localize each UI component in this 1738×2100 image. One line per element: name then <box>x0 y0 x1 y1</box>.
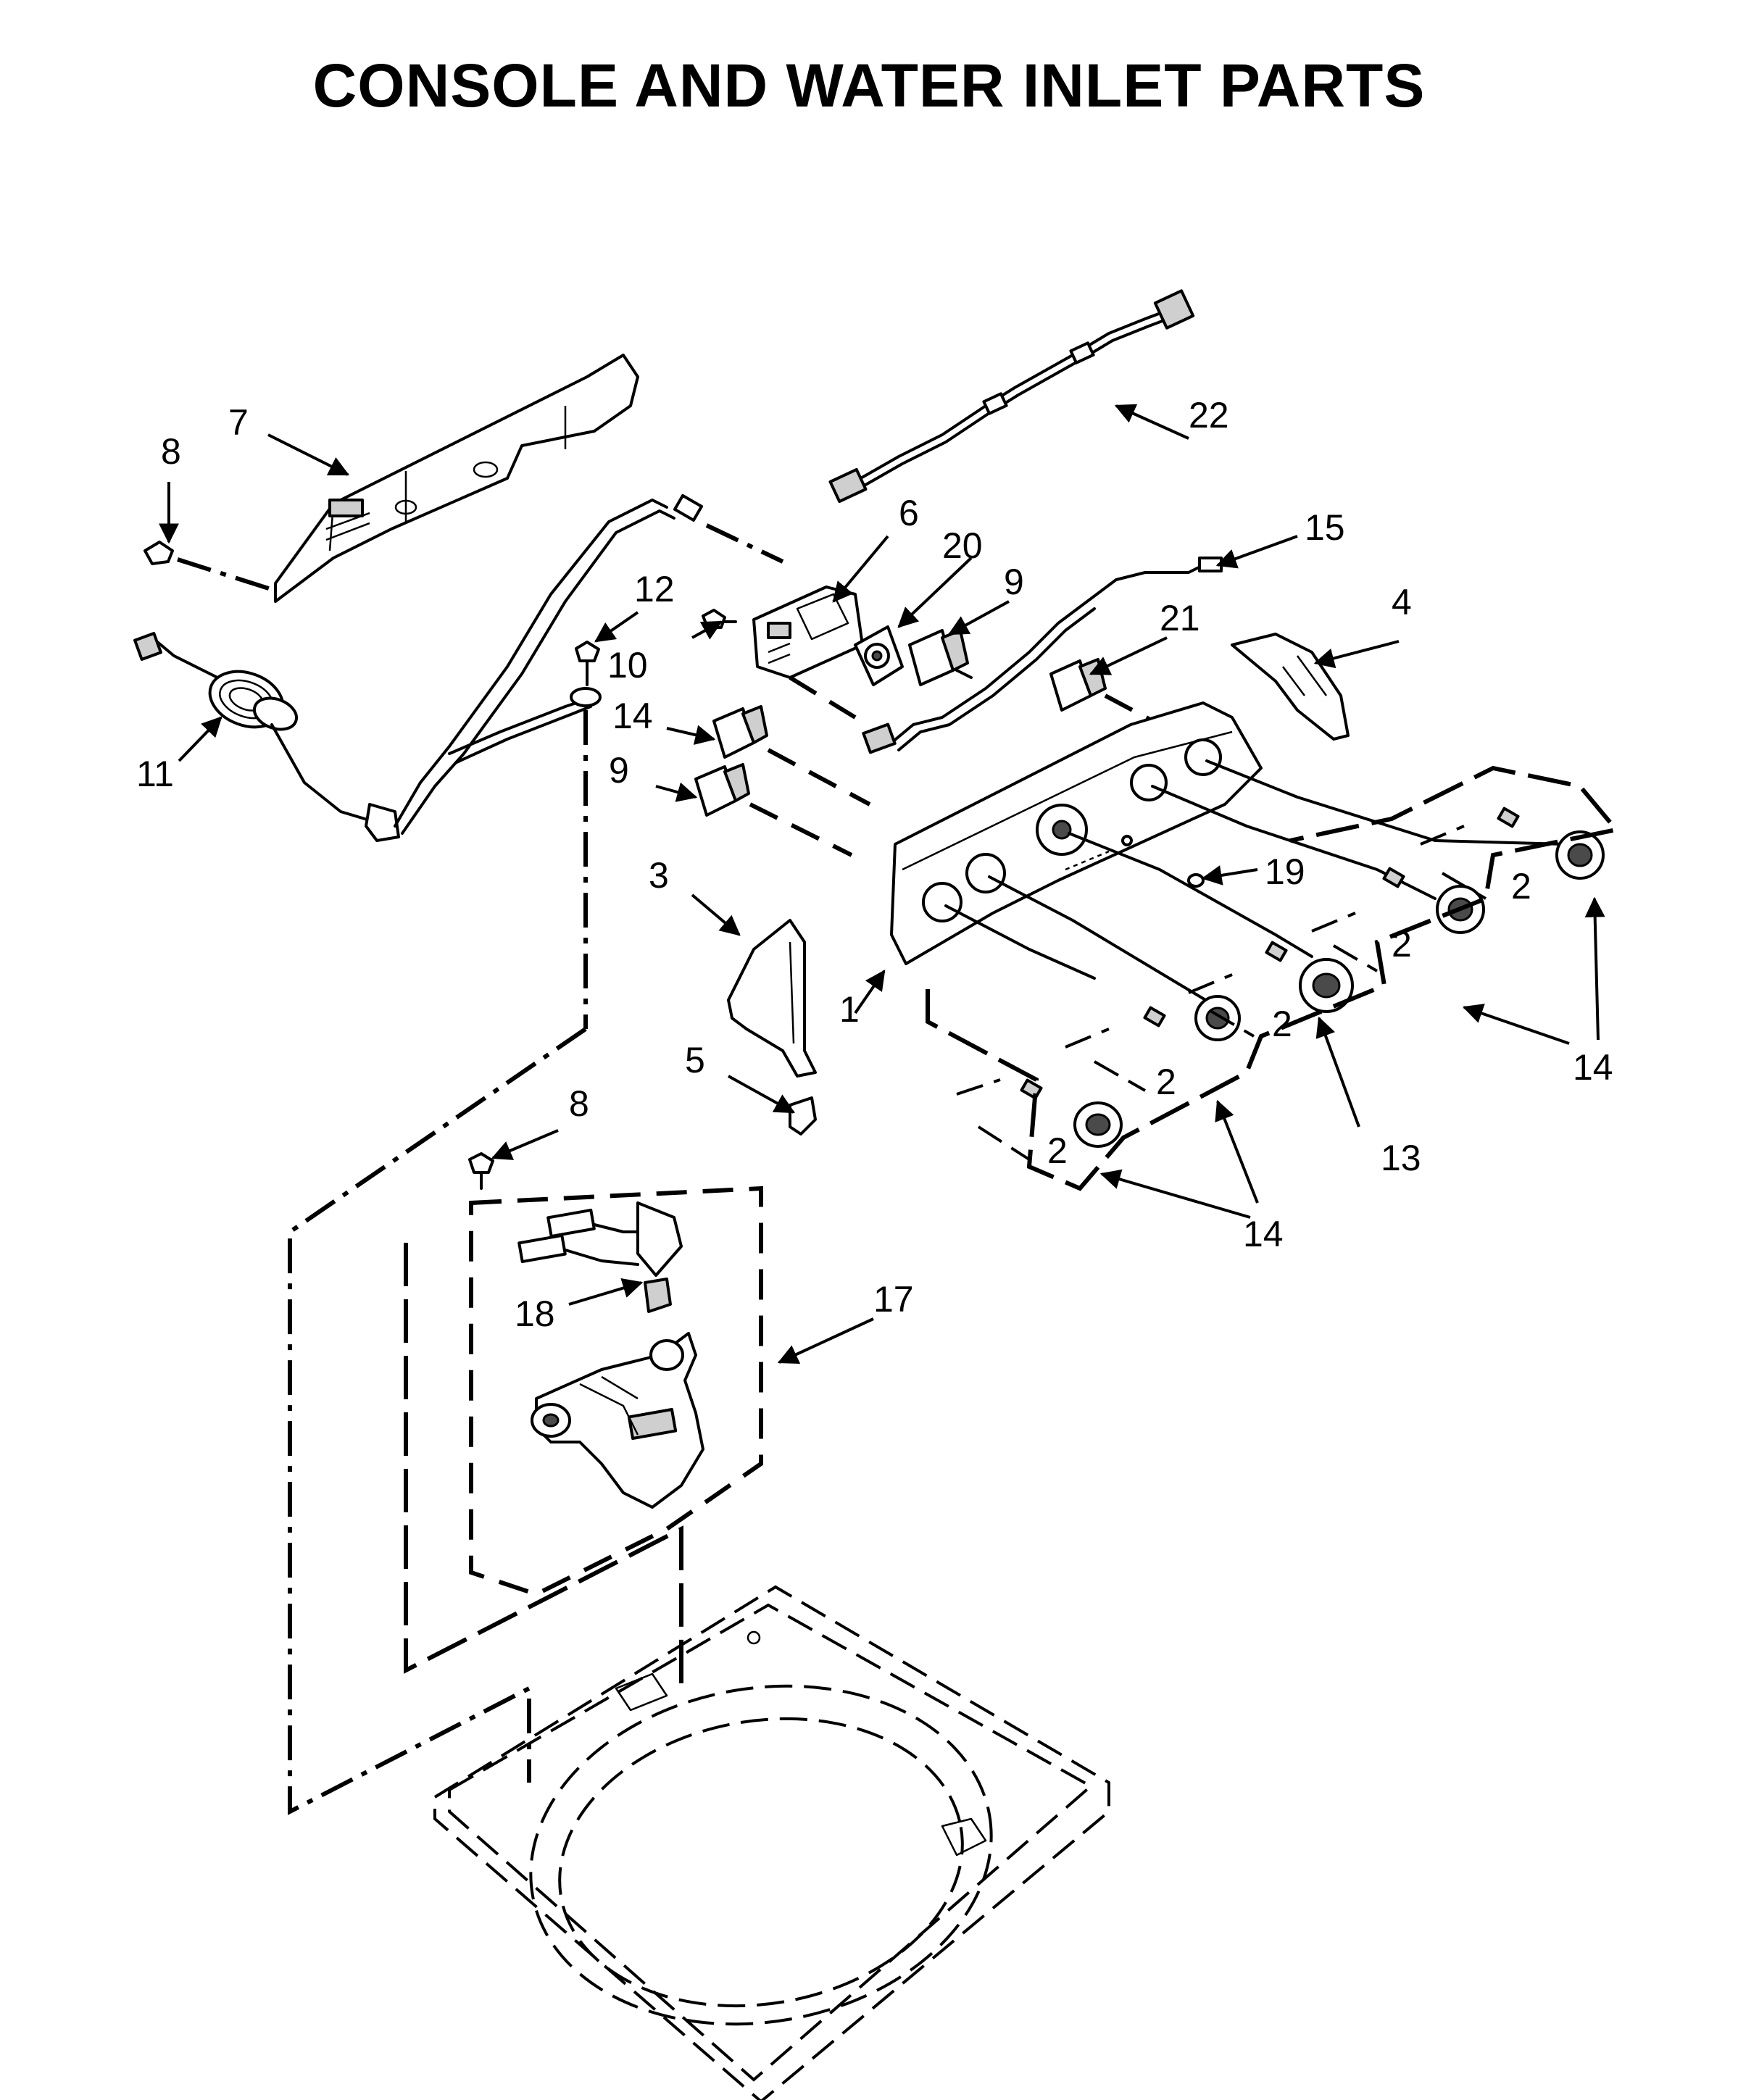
callout-10: 10 <box>607 645 648 686</box>
console-rear-panel <box>274 354 639 603</box>
callout-11: 11 <box>136 754 174 794</box>
switch-9-upper <box>908 629 973 686</box>
water-valve <box>531 1332 704 1509</box>
control-board <box>752 586 864 720</box>
callout-2-c: 2 <box>1272 1004 1292 1044</box>
ground-path-outline <box>288 1027 587 1815</box>
callout-labels: 7 8 11 12 10 6 20 9 21 15 4 22 14 9 3 5 … <box>136 395 1613 1334</box>
leader-lines <box>159 404 1605 1364</box>
knob-1 <box>1073 1101 1123 1148</box>
right-end-cap <box>1231 633 1350 741</box>
callout-1: 1 <box>839 989 860 1030</box>
callout-14-lower: 14 <box>1243 1214 1284 1254</box>
component-20 <box>854 625 904 686</box>
console-panel <box>890 701 1263 965</box>
callout-22: 22 <box>1189 395 1229 436</box>
knob-group-outline <box>926 765 1621 1191</box>
callout-16: 15 <box>1305 507 1345 548</box>
callout-8-lower: 8 <box>569 1083 589 1124</box>
valve-harness <box>517 1201 683 1313</box>
callout-2-a: 2 <box>1047 1130 1068 1171</box>
callout-17: 17 <box>873 1279 914 1320</box>
callout-21: 21 <box>1160 598 1200 638</box>
ground-screw <box>570 641 602 1029</box>
callout-4: 4 <box>1392 582 1412 622</box>
water-valve-outline <box>404 1186 763 1688</box>
callout-9-upper: 9 <box>1004 562 1024 602</box>
knob-3 <box>1299 958 1354 1013</box>
callout-5: 5 <box>685 1040 705 1080</box>
callout-8-upper: 8 <box>161 431 181 472</box>
callout-2-e: 2 <box>1511 866 1531 907</box>
callout-15: 14 <box>612 696 653 736</box>
callout-14-right: 14 <box>1573 1047 1613 1088</box>
callout-2-b: 2 <box>1156 1062 1176 1102</box>
screw-8-upper <box>144 541 276 593</box>
callout-3: 3 <box>649 855 669 896</box>
callout-13: 13 <box>1381 1138 1421 1178</box>
screw-10 <box>702 609 737 629</box>
page-title: CONSOLE AND WATER INLET PARTS <box>312 51 1426 120</box>
switch-15 <box>712 705 871 807</box>
callout-19: 19 <box>1265 851 1305 892</box>
knob-shaft-lines <box>944 759 1567 1009</box>
washer-top-base <box>433 1585 1110 2100</box>
callout-20: 20 <box>942 525 983 566</box>
power-cord <box>133 632 400 842</box>
callout-18: 18 <box>515 1293 555 1334</box>
wire-harness-main <box>394 493 784 835</box>
switch-21 <box>1049 658 1161 727</box>
screw-8-lower <box>468 1152 494 1190</box>
knob-5 <box>1555 830 1605 880</box>
harness-22 <box>828 289 1195 504</box>
callout-7: 7 <box>228 402 249 443</box>
knob-2 <box>1194 995 1241 1041</box>
left-end-cap <box>727 919 817 1078</box>
switch-9-lower <box>694 763 853 857</box>
callout-9-lower: 9 <box>609 750 629 791</box>
callout-2-d: 2 <box>1392 924 1412 964</box>
callout-12: 12 <box>634 569 675 609</box>
callout-6: 6 <box>899 493 919 533</box>
clip-5 <box>789 1096 817 1136</box>
